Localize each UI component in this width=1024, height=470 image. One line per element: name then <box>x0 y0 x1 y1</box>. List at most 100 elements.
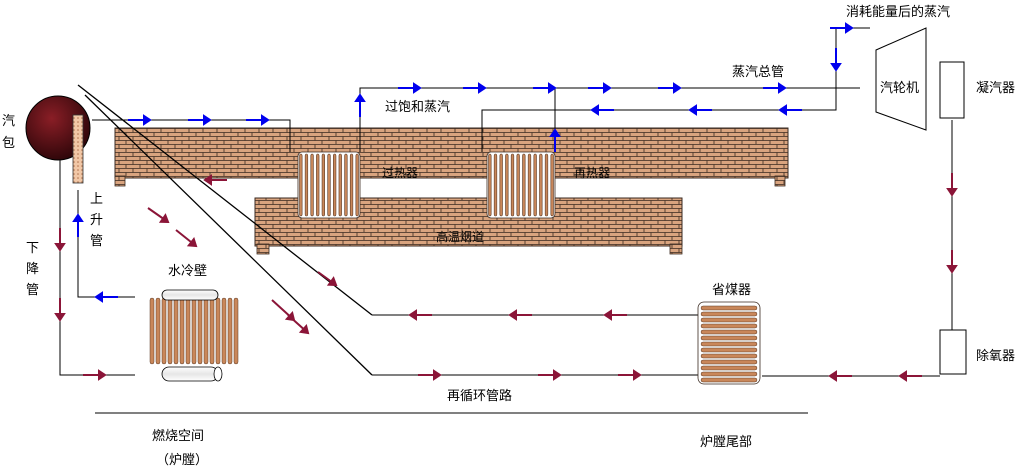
water-arrow <box>603 309 627 321</box>
water-arrow <box>946 250 958 274</box>
economizer-coil <box>697 301 761 385</box>
steam-arrow <box>354 93 366 117</box>
turbine <box>875 27 927 131</box>
steam-arrow <box>658 82 682 94</box>
coil-tube <box>344 153 348 217</box>
water-arrow <box>54 228 66 252</box>
economizer-tube <box>700 365 758 371</box>
steam-arrow <box>549 128 561 152</box>
coil-tube <box>310 153 314 217</box>
water-arrow <box>175 229 198 248</box>
reheater-label: 再热器 <box>574 166 610 180</box>
furnace-label: （炉膛） <box>156 453 208 468</box>
water-arrow <box>203 174 227 186</box>
water-wall-tube <box>221 297 227 365</box>
coil-tube <box>327 153 331 217</box>
economizer-tube <box>700 377 758 383</box>
steam-arrow <box>128 114 152 126</box>
coil-frame <box>486 151 556 219</box>
condenser-box <box>939 61 965 119</box>
drum-label-2: 包 <box>2 136 15 151</box>
coil-tube <box>527 153 532 217</box>
riser-label-2: 升 <box>90 213 103 228</box>
labels: 汽 包 上 升 管 下 降 管 水冷壁 过饱和蒸汽 过热器 再热器 高温烟道 蒸… <box>2 4 1015 468</box>
steam-arrow <box>763 82 787 94</box>
combustion-space-label: 燃烧空间 <box>152 428 204 444</box>
coil-tube <box>488 153 492 217</box>
water-wall-tube <box>161 297 167 365</box>
water-wall-tube <box>203 297 209 365</box>
economizer-tube <box>700 335 758 341</box>
furnace-brickwork <box>114 127 789 187</box>
steam-arrow <box>246 114 270 126</box>
water-wall-tube <box>197 297 203 365</box>
water-wall-tube <box>185 297 191 365</box>
steam-drum <box>25 95 91 184</box>
water-wall-tube <box>215 297 221 365</box>
water-arrow <box>418 369 442 381</box>
economizer-tube <box>700 359 758 365</box>
water-arrow <box>147 207 170 224</box>
water-wall-top-header <box>161 289 219 301</box>
exhaust-steam-label: 消耗能量后的蒸汽 <box>846 4 950 20</box>
drum-riser-tube <box>72 114 84 184</box>
steam-arrow <box>688 104 712 116</box>
drum-label-1: 汽 <box>2 114 15 129</box>
coil-tube <box>304 153 309 217</box>
water-arrow <box>54 298 66 322</box>
water-wall-tube <box>155 297 161 365</box>
water-wall-label: 水冷壁 <box>168 264 207 279</box>
economizer-tube <box>700 311 758 317</box>
riser-label-1: 上 <box>90 192 103 207</box>
riser-label-3: 管 <box>90 234 103 249</box>
economizer-tube <box>700 329 758 335</box>
downcomer-label-2: 降 <box>26 262 39 277</box>
water-arrow <box>828 370 852 382</box>
water-arrow <box>287 314 310 335</box>
steam-arrow <box>590 104 614 116</box>
water-wall-bottom-header <box>161 366 219 382</box>
steam-arrow <box>830 22 854 34</box>
downcomer-label-3: 管 <box>26 283 39 298</box>
coil-tube <box>505 153 509 217</box>
water-wall-tube <box>149 297 155 365</box>
turbine-label: 汽轮机 <box>880 81 919 96</box>
coil-tube <box>321 153 325 217</box>
economizer-tube <box>700 371 758 377</box>
coil-tube <box>349 153 354 217</box>
steam-arrow <box>94 291 118 303</box>
water-wall-tube <box>227 297 233 365</box>
steam-arrow <box>588 82 612 94</box>
main-steam-pipe-label: 蒸汽总管 <box>732 65 784 80</box>
steam-arrow <box>188 114 212 126</box>
water-wall-tube <box>167 297 173 365</box>
water-arrow <box>317 271 338 287</box>
coil-tube <box>338 153 342 217</box>
flue-label: 高温烟道 <box>436 229 484 244</box>
water-arrow <box>538 369 562 381</box>
water-wall-header-end <box>213 366 223 382</box>
coil-tube <box>299 153 303 217</box>
coil-tube <box>522 153 526 217</box>
steam-arrow <box>72 213 84 237</box>
superheater-coil <box>297 151 361 219</box>
coil-tube <box>333 153 337 217</box>
furnace-tail-label: 炉膛尾部 <box>700 435 752 450</box>
steam-arrow <box>830 48 842 72</box>
coil-tube <box>544 153 549 217</box>
coil-tube <box>550 153 554 217</box>
condenser-label: 凝汽器 <box>976 80 1015 96</box>
flow-arrows <box>54 22 958 382</box>
water-arrow <box>898 370 922 382</box>
coil-tube <box>316 153 320 217</box>
steam-arrow <box>463 82 487 94</box>
coil-tube <box>516 153 520 217</box>
superheated-steam-label: 过饱和蒸汽 <box>385 100 450 115</box>
recirculation-label: 再循环管路 <box>447 388 512 404</box>
water-arrow <box>946 173 958 197</box>
economizer-tube <box>700 347 758 353</box>
water-arrow <box>408 309 432 321</box>
superheater-label: 过热器 <box>382 166 418 180</box>
